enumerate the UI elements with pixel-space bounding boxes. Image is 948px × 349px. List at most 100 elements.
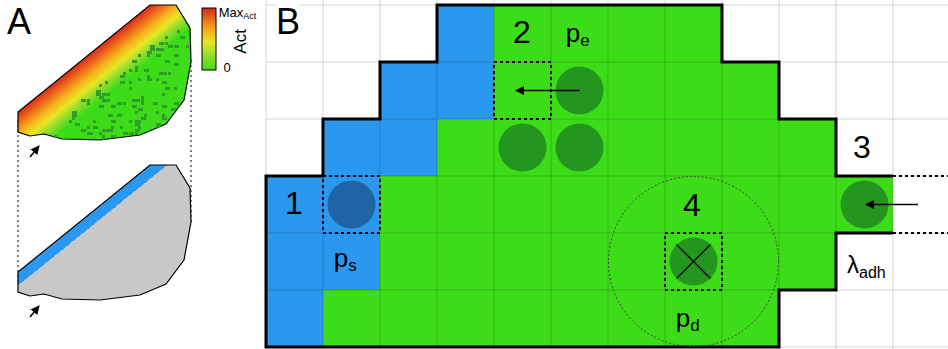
- panel-letter: B: [276, 2, 300, 42]
- callout-number: 4: [683, 188, 701, 223]
- activity-speckle: [111, 135, 116, 138]
- activity-speckle: [174, 102, 179, 105]
- activity-speckle: [102, 135, 105, 138]
- colorbar-max-subscript: Act: [243, 12, 256, 22]
- parameter-subscript: e: [580, 32, 589, 51]
- activity-speckle: [105, 129, 108, 132]
- selected-site: [323, 176, 380, 233]
- activity-speckle: [105, 141, 110, 144]
- activity-speckle: [162, 117, 167, 120]
- activity-speckle: [162, 135, 165, 138]
- activity-speckle: [168, 72, 171, 75]
- activity-speckle: [102, 129, 105, 132]
- activity-speckle: [171, 117, 174, 120]
- activity-speckle: [123, 102, 126, 105]
- parameter-symbol: p: [566, 19, 580, 48]
- activity-speckle: [174, 87, 177, 90]
- activity-speckle: [147, 75, 150, 78]
- activity-speckle: [147, 54, 150, 57]
- activity-speckle: [129, 132, 134, 135]
- activity-speckle: [141, 117, 146, 120]
- activity-speckle: [99, 84, 102, 87]
- activity-speckle: [165, 87, 170, 90]
- activity-speckle: [165, 36, 168, 39]
- activity-speckle: [177, 30, 180, 33]
- activity-speckle: [99, 105, 104, 108]
- parameter-subscript: d: [690, 317, 699, 336]
- activity-speckle: [153, 102, 158, 105]
- activity-speckle: [180, 111, 183, 114]
- activity-speckle: [189, 114, 194, 117]
- colorbar-min-label: 0: [223, 61, 230, 75]
- activity-speckle: [165, 60, 170, 63]
- neighbourhood-circle: [609, 177, 779, 347]
- activity-speckle: [144, 114, 147, 117]
- activity-speckle: [156, 111, 159, 114]
- activity-speckle: [123, 132, 128, 135]
- activity-speckle: [132, 60, 137, 63]
- activity-speckle: [120, 81, 125, 84]
- activity-speckle: [192, 60, 195, 63]
- activity-speckle: [135, 132, 138, 135]
- selected-site: [665, 233, 722, 290]
- activity-speckle: [150, 45, 155, 48]
- activity-speckle: [72, 114, 77, 117]
- activity-speckle: [144, 141, 149, 144]
- activity-speckle: [135, 66, 138, 69]
- activity-speckle: [135, 129, 140, 132]
- activity-speckle: [186, 90, 191, 93]
- activity-speckle: [168, 45, 173, 48]
- activity-speckle: [150, 48, 155, 51]
- panel-b: [266, 0, 948, 349]
- activity-speckle: [135, 123, 140, 126]
- activity-speckle: [117, 114, 122, 117]
- delete-cross: [677, 245, 711, 279]
- activity-speckle: [87, 102, 90, 105]
- activity-speckle: [129, 69, 132, 72]
- activity-speckle: [102, 93, 107, 96]
- callout-number: 2: [513, 15, 531, 50]
- activity-speckle: [156, 141, 159, 144]
- activity-speckle: [132, 105, 137, 108]
- activity-speckle: [96, 93, 101, 96]
- activity-speckle: [162, 105, 167, 108]
- edge-arrow: [30, 146, 39, 157]
- activity-speckle: [129, 81, 132, 84]
- particle: [328, 181, 376, 229]
- callout-number: 1: [285, 186, 303, 221]
- particle: [499, 124, 547, 172]
- activity-speckle: [135, 99, 140, 102]
- parameter-symbol: p: [676, 304, 690, 333]
- activity-speckle: [141, 96, 144, 99]
- activity-speckle: [117, 102, 122, 105]
- delete-cross: [677, 245, 711, 279]
- activity-speckle: [87, 126, 90, 129]
- outline-continuation: [893, 232, 948, 234]
- activity-speckle: [93, 126, 98, 129]
- activity-speckle: [72, 111, 77, 114]
- activity-speckles: [54, 30, 197, 144]
- colorbar-axis-label: Act: [232, 29, 251, 54]
- outline-continuation: [893, 175, 948, 177]
- activity-speckle: [159, 48, 164, 51]
- activity-speckle: [138, 108, 143, 111]
- activity-speckle: [69, 120, 72, 123]
- parameter-symbol: λ: [847, 252, 859, 278]
- activity-speckle: [174, 63, 179, 66]
- activity-speckle: [192, 114, 197, 117]
- activity-speckle: [177, 120, 182, 123]
- activity-speckle: [156, 126, 161, 129]
- activity-speckle: [99, 96, 104, 99]
- activity-speckle: [123, 72, 126, 75]
- activity-speckle: [75, 123, 80, 126]
- activity-speckle: [189, 39, 194, 42]
- activity-speckle: [135, 111, 138, 114]
- activity-speckle: [159, 42, 164, 45]
- activity-speckle: [162, 93, 165, 96]
- activity-speckle: [192, 135, 197, 138]
- activity-speckle: [102, 138, 107, 141]
- state-cell-group: [18, 165, 191, 317]
- panel-letter: A: [7, 2, 31, 42]
